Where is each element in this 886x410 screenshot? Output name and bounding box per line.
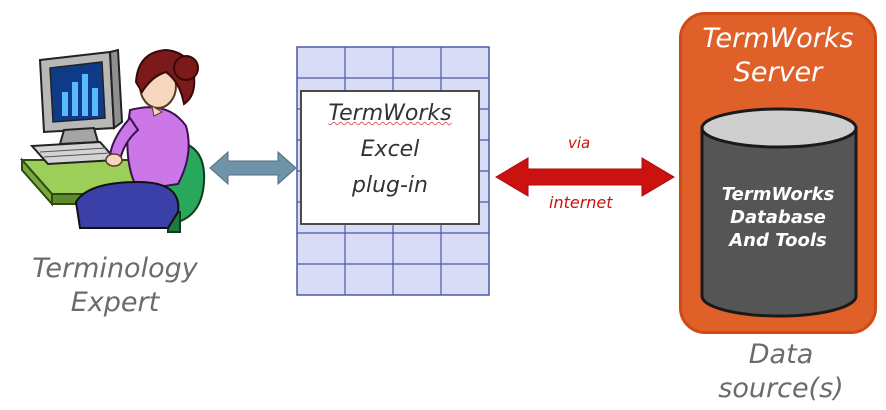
monitor-icon (38, 48, 124, 146)
internet-double-arrow (495, 157, 675, 197)
database-label: TermWorks Database And Tools (721, 184, 835, 251)
plugin-excel-label: Excel (360, 137, 420, 162)
server-title: TermWorks Server (702, 23, 854, 88)
plugin-plugin-label: plug-in (352, 173, 428, 198)
via-label: via (568, 134, 591, 152)
internet-label: internet (549, 193, 613, 212)
data-source-label: Data source(s) (718, 339, 844, 404)
database-cylinder-icon (700, 107, 858, 318)
excel-plugin-box: TermWorks Excel plug-in (300, 90, 480, 225)
person-icon (74, 48, 199, 229)
terminology-expert-label: Terminology Expert (32, 253, 198, 318)
terminology-expert-illustration (19, 48, 206, 233)
user-plugin-double-arrow (209, 150, 297, 186)
plugin-title: TermWorks (328, 101, 452, 126)
